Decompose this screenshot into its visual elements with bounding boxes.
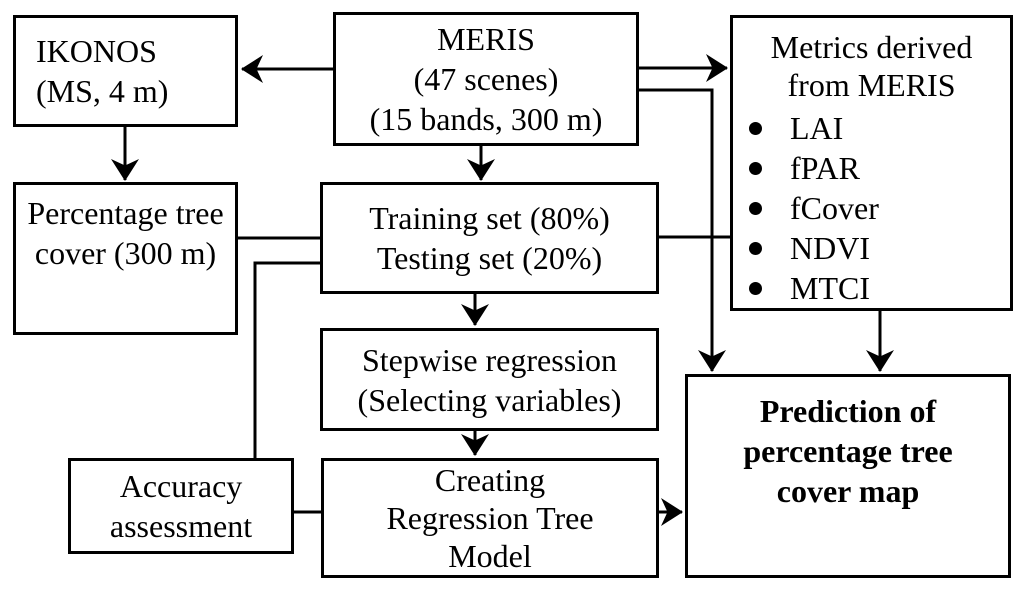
metrics-list: LAI fPAR fCover NDVI MTCI [733, 108, 1010, 308]
text-line: Metrics derived [770, 29, 973, 65]
text-line: (Selecting variables) [357, 381, 622, 418]
node-metrics-derived: Metrics derived from MERIS LAI fPAR fCov… [730, 15, 1013, 311]
text-line: Stepwise regression [361, 341, 618, 378]
text-line: (MS, 4 m) [36, 73, 169, 109]
node-training-testing-set: Training set (80%) Testing set (20%) [320, 182, 659, 294]
text-line: Percentage tree [27, 195, 224, 231]
bullet-icon [749, 121, 762, 135]
text-line: MERIS [437, 21, 535, 57]
text-line: cover map [776, 473, 920, 509]
list-item: NDVI [749, 228, 1010, 268]
text-line: Training set (80%) [369, 200, 610, 236]
text-line: LAI [790, 110, 844, 146]
text-line: (47 scenes) [413, 61, 559, 97]
node-stepwise-regression: Stepwise regression (Selecting variables… [320, 328, 659, 431]
text-line: Regression Tree [386, 500, 594, 536]
text-line: IKONOS [36, 33, 157, 69]
node-prediction-map: Prediction of percentage tree cover map [685, 374, 1011, 578]
text-line: Prediction of [759, 393, 937, 429]
bullet-icon [749, 241, 762, 255]
edge-training-accuracy-link [253, 261, 320, 458]
list-item: MTCI [749, 268, 1010, 308]
text-line: Accuracy [119, 468, 243, 504]
node-regression-tree-model: Creating Regression Tree Model [321, 458, 659, 578]
text-line: fPAR [790, 150, 860, 186]
bullet-icon [749, 281, 762, 295]
node-ikonos: IKONOS (MS, 4 m) [13, 15, 238, 127]
text-line: from MERIS [787, 67, 956, 103]
list-item: LAI [749, 108, 1010, 148]
text-line: Testing set (20%) [376, 240, 603, 276]
bullet-icon [749, 201, 762, 215]
text-line: fCover [790, 190, 879, 226]
text-line: (15 bands, 300 m) [369, 101, 603, 137]
text-line: cover (300 m) [34, 235, 217, 271]
text-line: NDVI [790, 230, 870, 266]
text-line: Creating [434, 462, 546, 498]
node-accuracy-assessment: Accuracy assessment [68, 458, 294, 554]
text-line: MTCI [790, 270, 870, 306]
edge-meris-to-prediction [639, 88, 726, 372]
list-item: fCover [749, 188, 1010, 228]
text-line: Model [448, 538, 532, 574]
node-percentage-tree-cover: Percentage tree cover (300 m) [13, 182, 238, 335]
bullet-icon [749, 161, 762, 175]
text-line: assessment [109, 508, 253, 544]
list-item: fPAR [749, 148, 1010, 188]
text-line: percentage tree [743, 433, 953, 469]
node-meris: MERIS (47 scenes) (15 bands, 300 m) [333, 12, 639, 146]
